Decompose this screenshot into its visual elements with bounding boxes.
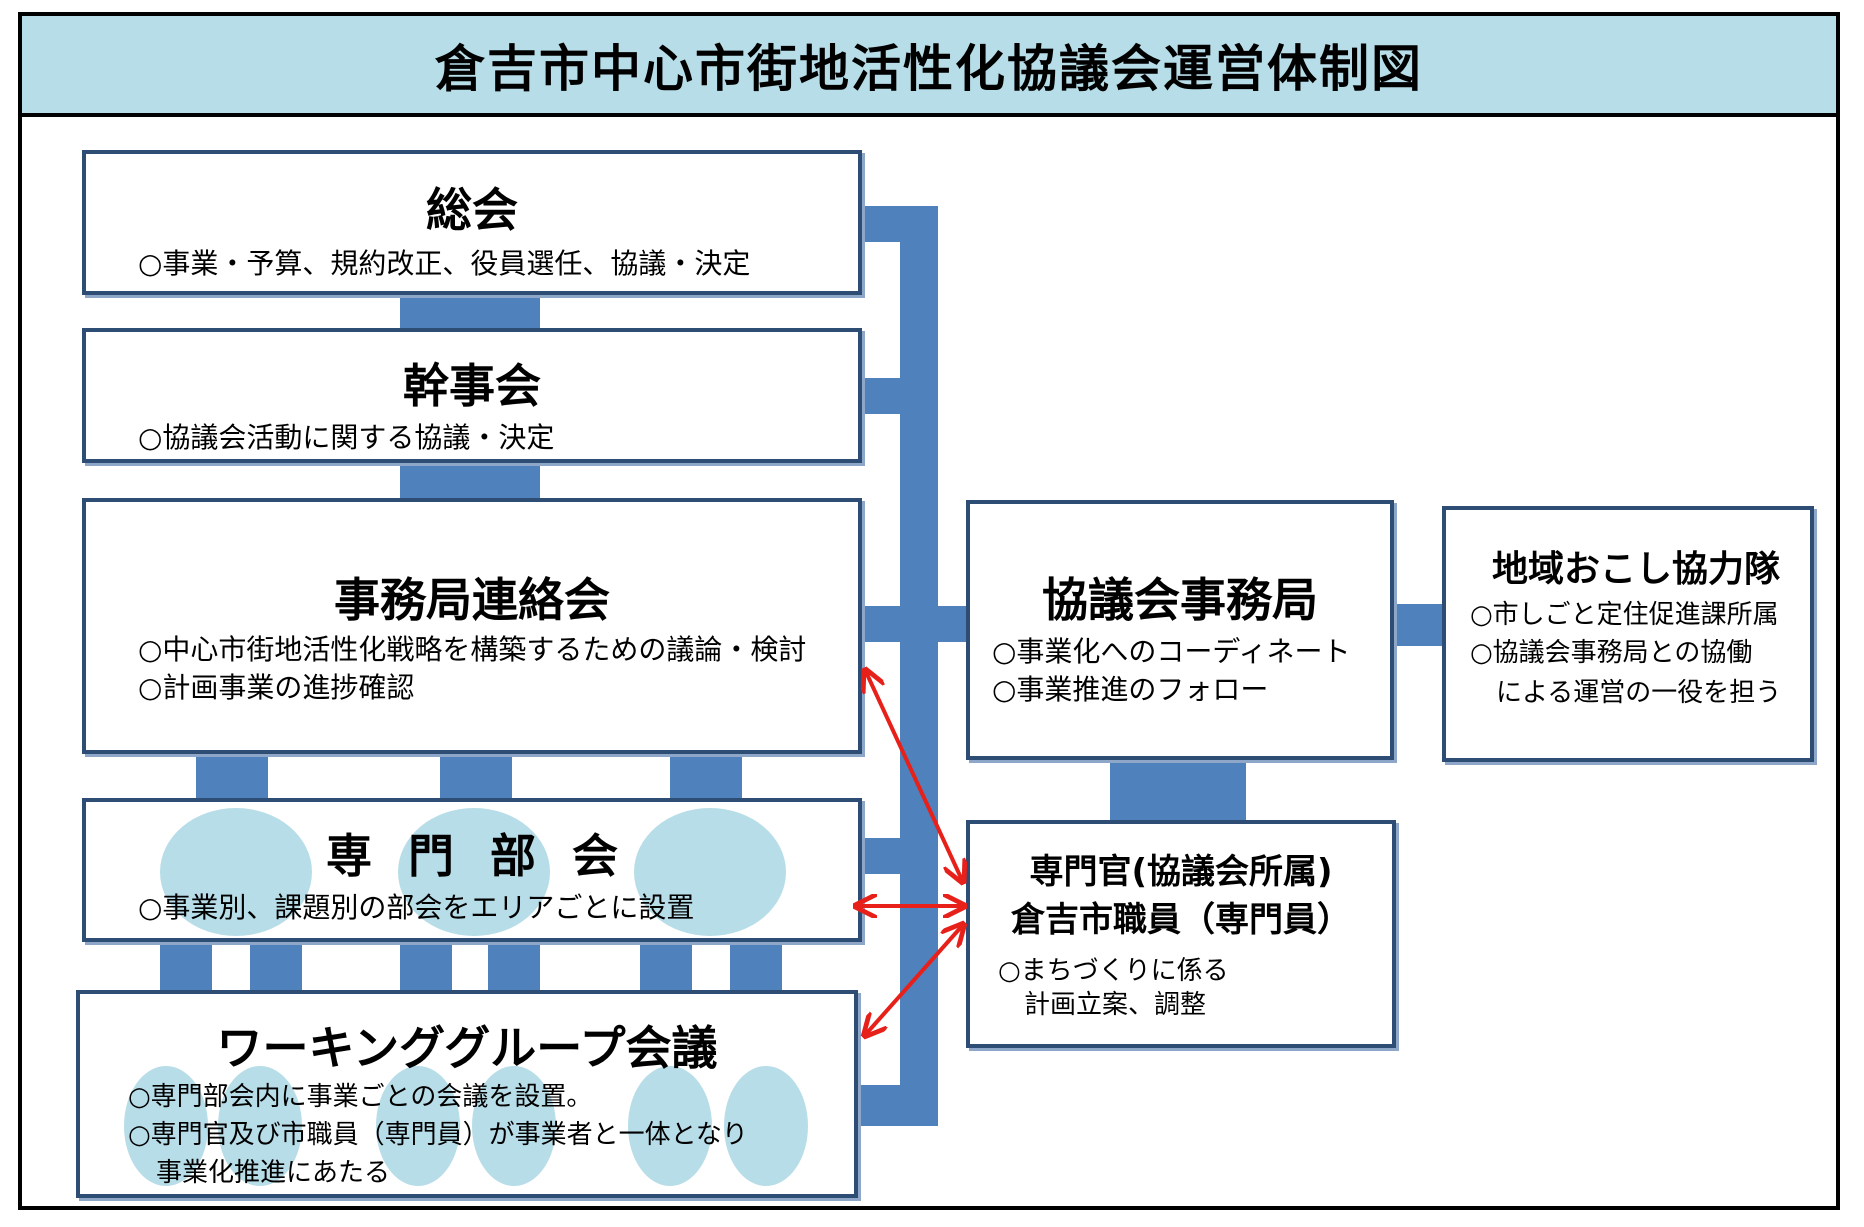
wg-ellipse-2 <box>218 1066 302 1186</box>
liaison-meeting-box: 事務局連絡会 ○中心市街地活性化戦略を構築するための議論・検討 ○計画事業の進捗… <box>82 498 862 754</box>
liaison-meeting-item-1: ○中心市街地活性化戦略を構築するための議論・検討 <box>138 633 807 666</box>
executive-committee-item-1: ○協議会活動に関する協議・決定 <box>138 421 555 454</box>
working-group-item-2: ○専門官及び市職員（専門員）が事業者と一体となり <box>128 1120 748 1150</box>
working-group-title: ワーキンググループ会議 <box>216 1021 718 1075</box>
connector-secretariat-specialist <box>1110 756 1246 826</box>
specialist-title-line1: 専門官(協議会所属) <box>1029 852 1333 892</box>
cooperation-corps-box: 地域おこし協力隊 ○市しごと定住促進課所属 ○協議会事務局との協働 による運営の… <box>1442 506 1814 762</box>
page-title: 倉吉市中心市街地活性化協議会運営体制図 <box>435 39 1423 98</box>
executive-committee-title: 幹事会 <box>403 359 541 413</box>
wg-ellipse-6 <box>724 1066 808 1186</box>
secretariat-item-2: ○事業推進のフォロー <box>992 673 1269 706</box>
cooperation-corps-item-1: ○市しごと定住促進課所属 <box>1470 600 1779 630</box>
liaison-meeting-title: 事務局連絡会 <box>334 573 610 627</box>
connector-sub-wg-1 <box>160 940 212 996</box>
wg-ellipse-1 <box>124 1066 208 1186</box>
subcommittee-title: 専 門 部 会 <box>325 829 619 883</box>
secretariat-box: 協議会事務局 ○事業化へのコーディネート ○事業推進のフォロー <box>966 500 1394 760</box>
connector-liaison-meeting <box>860 606 970 642</box>
connector-working-group <box>855 1085 938 1126</box>
cooperation-corps-item-3: による運営の一役を担う <box>1496 678 1782 708</box>
arrow-working-group-specialist <box>866 926 962 1034</box>
connector-sub-wg-5 <box>640 940 692 996</box>
connector-liaison-sub-3 <box>670 750 742 802</box>
connector-executive-committee <box>860 378 938 414</box>
connector-sub-wg-2 <box>250 940 302 996</box>
subcommittee-box: 専 門 部 会 ○事業別、課題別の部会をエリアごとに設置 <box>82 798 862 942</box>
specialist-item-1: ○まちづくりに係る <box>998 956 1229 986</box>
connector-exec-liaison <box>400 460 540 502</box>
liaison-meeting-item-2: ○計画事業の進捗確認 <box>138 671 415 704</box>
working-group-item-3: 事業化推進にあたる <box>156 1158 391 1188</box>
connector-general-assembly <box>860 206 938 242</box>
specialist-item-2: 計画立案、調整 <box>1024 990 1207 1020</box>
subcommittee-item-1: ○事業別、課題別の部会をエリアごとに設置 <box>138 891 695 924</box>
cooperation-corps-title: 地域おこし協力隊 <box>1492 549 1781 590</box>
secretariat-title: 協議会事務局 <box>1042 573 1318 627</box>
working-group-item-1: ○専門部会内に事業ごとの会議を設置。 <box>128 1082 593 1112</box>
general-assembly-item-1: ○事業・予算、規約改正、役員選任、協議・決定 <box>138 247 751 280</box>
general-assembly-title: 総会 <box>426 183 518 237</box>
wg-ellipse-5 <box>628 1066 712 1186</box>
connector-secretariat-corps <box>1390 604 1446 646</box>
connector-liaison-sub-2 <box>440 750 512 802</box>
subcommittee-ellipse-1 <box>160 808 312 936</box>
subcommittee-ellipse-2 <box>398 808 550 936</box>
connector-sub-wg-4 <box>488 940 540 996</box>
wg-ellipse-3 <box>376 1066 460 1186</box>
specialist-title-line2: 倉吉市職員（専門員） <box>1011 900 1351 940</box>
wg-ellipse-4 <box>472 1066 556 1186</box>
specialist-box: 専門官(協議会所属) 倉吉市職員（専門員） ○まちづくりに係る 計画立案、調整 <box>966 820 1396 1048</box>
connector-liaison-sub-1 <box>196 750 268 802</box>
page-header: 倉吉市中心市街地活性化協議会運営体制図 <box>18 12 1840 117</box>
cooperation-corps-item-2: ○協議会事務局との協働 <box>1470 638 1753 668</box>
working-group-box: ワーキンググループ会議 ○専門部会内に事業ごとの会議を設置。 ○専門官及び市職員… <box>76 990 858 1198</box>
secretariat-item-1: ○事業化へのコーディネート <box>992 635 1351 668</box>
executive-committee-box: 幹事会 ○協議会活動に関する協議・決定 <box>82 328 862 463</box>
connector-sub-wg-6 <box>730 940 782 996</box>
subcommittee-ellipse-3 <box>634 808 786 936</box>
connector-sub-wg-3 <box>400 940 452 996</box>
connector-ga-exec <box>400 290 540 334</box>
arrow-liaison-specialist <box>866 672 962 880</box>
general-assembly-box: 総会 ○事業・予算、規約改正、役員選任、協議・決定 <box>82 150 862 295</box>
